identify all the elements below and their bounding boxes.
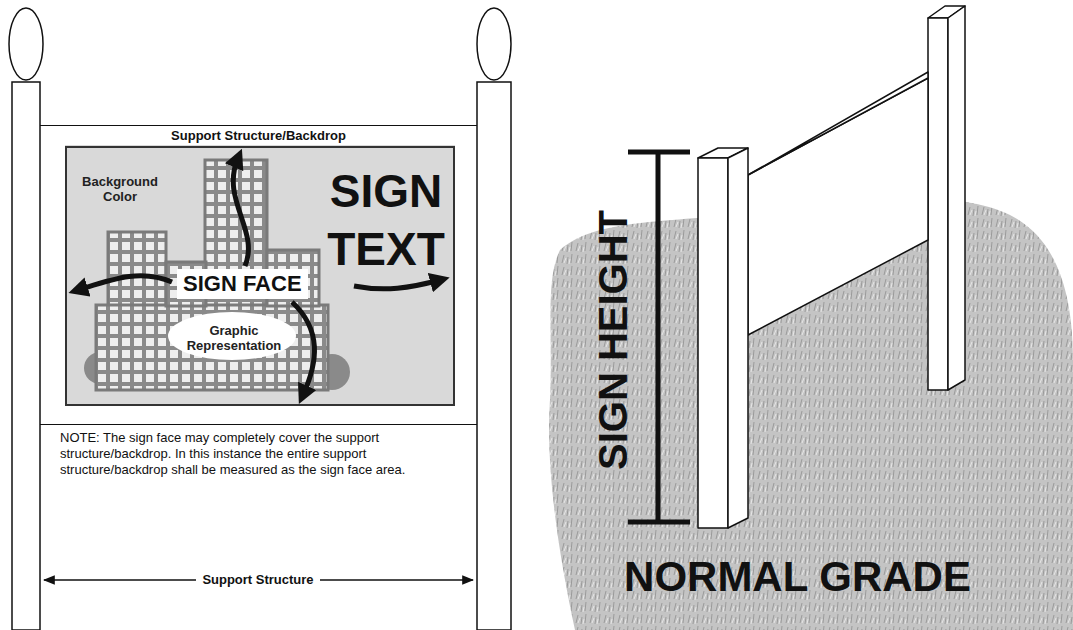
support-posts [9, 8, 511, 630]
note-text: NOTE: The sign face may completely cover… [60, 430, 472, 478]
height-label: SIGN HEIGHT [588, 190, 638, 490]
sign-face-ground [65, 145, 455, 405]
sign-3d-structure [698, 6, 965, 528]
sign-face-box: Background Color SIGN TEXT SIGN FACE Graphi… [65, 146, 455, 406]
backdrop-label: Support Structure/Backdrop [40, 128, 477, 143]
backdrop-box: Support Structure/BackdropBackground Col… [40, 125, 477, 425]
sign-face-label: SIGN FACE [177, 269, 308, 299]
grade-label: NORMAL GRADE [560, 552, 1035, 602]
background-label: Background Color [70, 174, 170, 204]
height-bar [628, 152, 690, 522]
sign-text-sample: SIGN TEXT [319, 162, 453, 278]
graphic-cloud [168, 312, 296, 360]
graphic-label: Graphic Representation [179, 323, 289, 353]
dimension-label: Support Structure [196, 572, 319, 588]
